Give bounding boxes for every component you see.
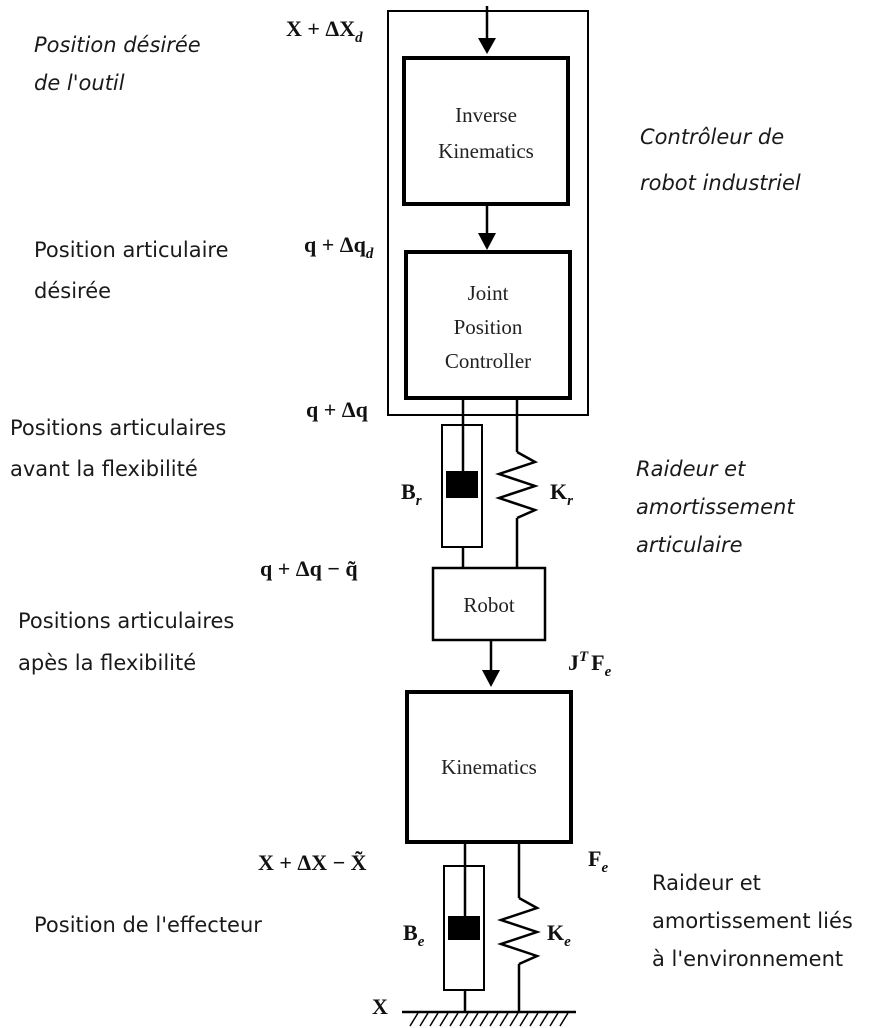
caption-joint-after-2: apès la flexibilité (18, 651, 196, 675)
ik-to-joint-arrowhead (478, 233, 496, 250)
signal-x-desired: X + ΔXd (286, 16, 363, 46)
signal-q-after: q + Δq − q̃ (260, 556, 358, 581)
joint-damper (441, 400, 483, 568)
signal-x-effector: X + ΔX − X̃ (258, 850, 367, 875)
label-be: Be (403, 920, 425, 950)
caption-joint-before-2: avant la flexibilité (10, 457, 198, 481)
caption-joint-desired-2: désirée (34, 279, 111, 303)
inverse-kinematics-line-1: Inverse (455, 103, 517, 127)
inverse-kinematics-block (402, 56, 570, 206)
signal-q-before: q + Δq (306, 397, 369, 422)
caption-env-stiffness-1: Raideur et (652, 871, 761, 895)
caption-joint-stiffness-3: articulaire (636, 533, 743, 557)
joint-position-controller-block (404, 250, 572, 400)
label-kr: Kr (550, 479, 573, 509)
input-arrowhead (478, 38, 496, 54)
caption-env-stiffness-2: amortissement liés (652, 909, 853, 933)
caption-joint-before-1: Positions articulaires (10, 416, 226, 440)
signal-fe: Fe (588, 846, 608, 876)
joint-controller-line-3: Controller (445, 349, 531, 373)
caption-joint-after-1: Positions articulaires (18, 609, 234, 633)
caption-env-stiffness-3: à l'environnement (652, 947, 843, 971)
signal-q-desired: q + Δqd (304, 232, 374, 262)
robot-to-kinematics-arrowhead (482, 670, 500, 687)
inverse-kinematics-line-2: Kinematics (438, 139, 534, 163)
environment-damper (443, 844, 485, 1012)
ground-hatch (402, 1010, 576, 1027)
caption-tool-desired-1: Position désirée (34, 33, 201, 57)
caption-joint-stiffness-2: amortissement (636, 495, 795, 519)
robot-block (431, 566, 547, 642)
label-ke: Ke (547, 920, 571, 950)
caption-tool-desired-2: de l'outil (34, 71, 125, 95)
caption-joint-stiffness-1: Raideur et (636, 457, 746, 481)
signal-x: X (372, 994, 388, 1019)
joint-controller-line-1: Joint (468, 281, 509, 305)
environment-spring (497, 844, 541, 1012)
robot-label: Robot (463, 593, 515, 617)
joint-controller-line-2: Position (454, 315, 523, 339)
kinematics-label: Kinematics (441, 755, 537, 779)
caption-controller-1: Contrôleur de (640, 125, 784, 149)
caption-joint-desired-1: Position articulaire (34, 238, 229, 262)
caption-controller-2: robot industriel (640, 171, 801, 195)
label-br: Br (401, 479, 422, 509)
caption-effector: Position de l'effecteur (34, 913, 262, 937)
joint-spring (495, 400, 539, 568)
kinematics-block (405, 690, 573, 844)
